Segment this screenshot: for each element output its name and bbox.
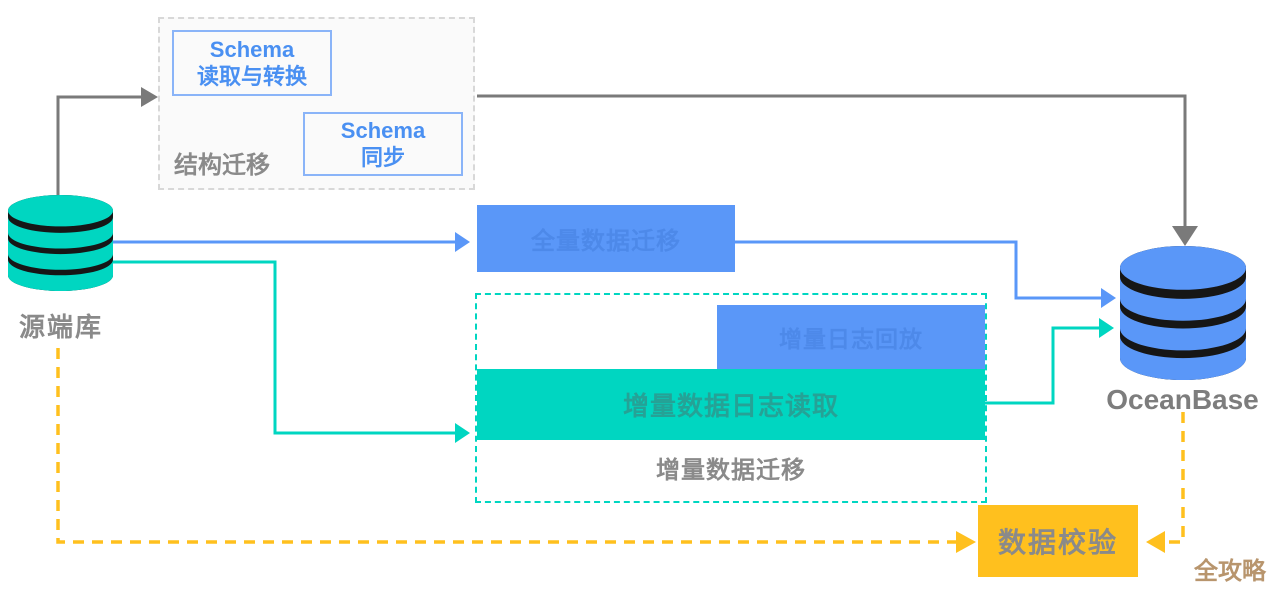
incremental-migration-label: 增量数据迁移 xyxy=(656,457,806,484)
data-verification-label: 数据校验 xyxy=(997,527,1118,558)
arrowhead-structure-to-target xyxy=(1172,226,1198,246)
source-database-icon xyxy=(8,195,113,291)
source-database-label: 源端库 xyxy=(18,312,103,342)
schema-sync-line2: 同步 xyxy=(360,145,405,170)
arrowhead-source-to-verification xyxy=(956,531,976,553)
schema-read-convert-box: Schema 读取与转换 xyxy=(172,30,332,96)
data-verification-box: 数据校验 xyxy=(978,505,1138,577)
incremental-log-read-label: 增量数据日志读取 xyxy=(622,391,839,421)
arrowhead-incremental-to-target xyxy=(1099,318,1114,338)
target-database-icon xyxy=(1120,246,1246,380)
arrow-source-to-structure xyxy=(56,95,141,196)
incremental-migration-box xyxy=(475,293,987,503)
schema-sync-line1: Schema xyxy=(340,117,426,143)
arrowhead-source-to-incremental xyxy=(455,423,470,443)
incremental-log-read-box: 增量数据日志读取 xyxy=(477,369,985,440)
arrowhead-source-to-full xyxy=(455,232,470,252)
incremental-replay-box: 增量日志回放 xyxy=(717,305,985,369)
arrow-full-to-target xyxy=(735,240,1101,300)
arrow-incremental-to-target xyxy=(985,326,1099,405)
arrowhead-source-to-structure xyxy=(141,87,158,107)
watermark-text: 全攻略 xyxy=(1194,558,1266,585)
schema-read-line2: 读取与转换 xyxy=(196,64,307,89)
full-migration-label: 全量数据迁移 xyxy=(531,228,681,255)
structure-migration-label: 结构迁移 xyxy=(174,152,270,179)
arrow-source-to-incremental xyxy=(113,260,455,435)
incremental-replay-label: 增量日志回放 xyxy=(779,326,923,352)
full-migration-box: 全量数据迁移 xyxy=(477,205,735,272)
arrowhead-full-to-target xyxy=(1101,288,1116,308)
arrow-target-to-verification xyxy=(1165,412,1185,544)
schema-read-line1: Schema xyxy=(209,36,295,62)
arrowhead-target-to-verification xyxy=(1146,531,1165,553)
schema-sync-box: Schema 同步 xyxy=(303,112,463,176)
structure-migration-box: Schema 读取与转换 Schema 同步 结构迁移 xyxy=(158,17,475,190)
target-database-label: OceanBase xyxy=(1106,384,1259,415)
